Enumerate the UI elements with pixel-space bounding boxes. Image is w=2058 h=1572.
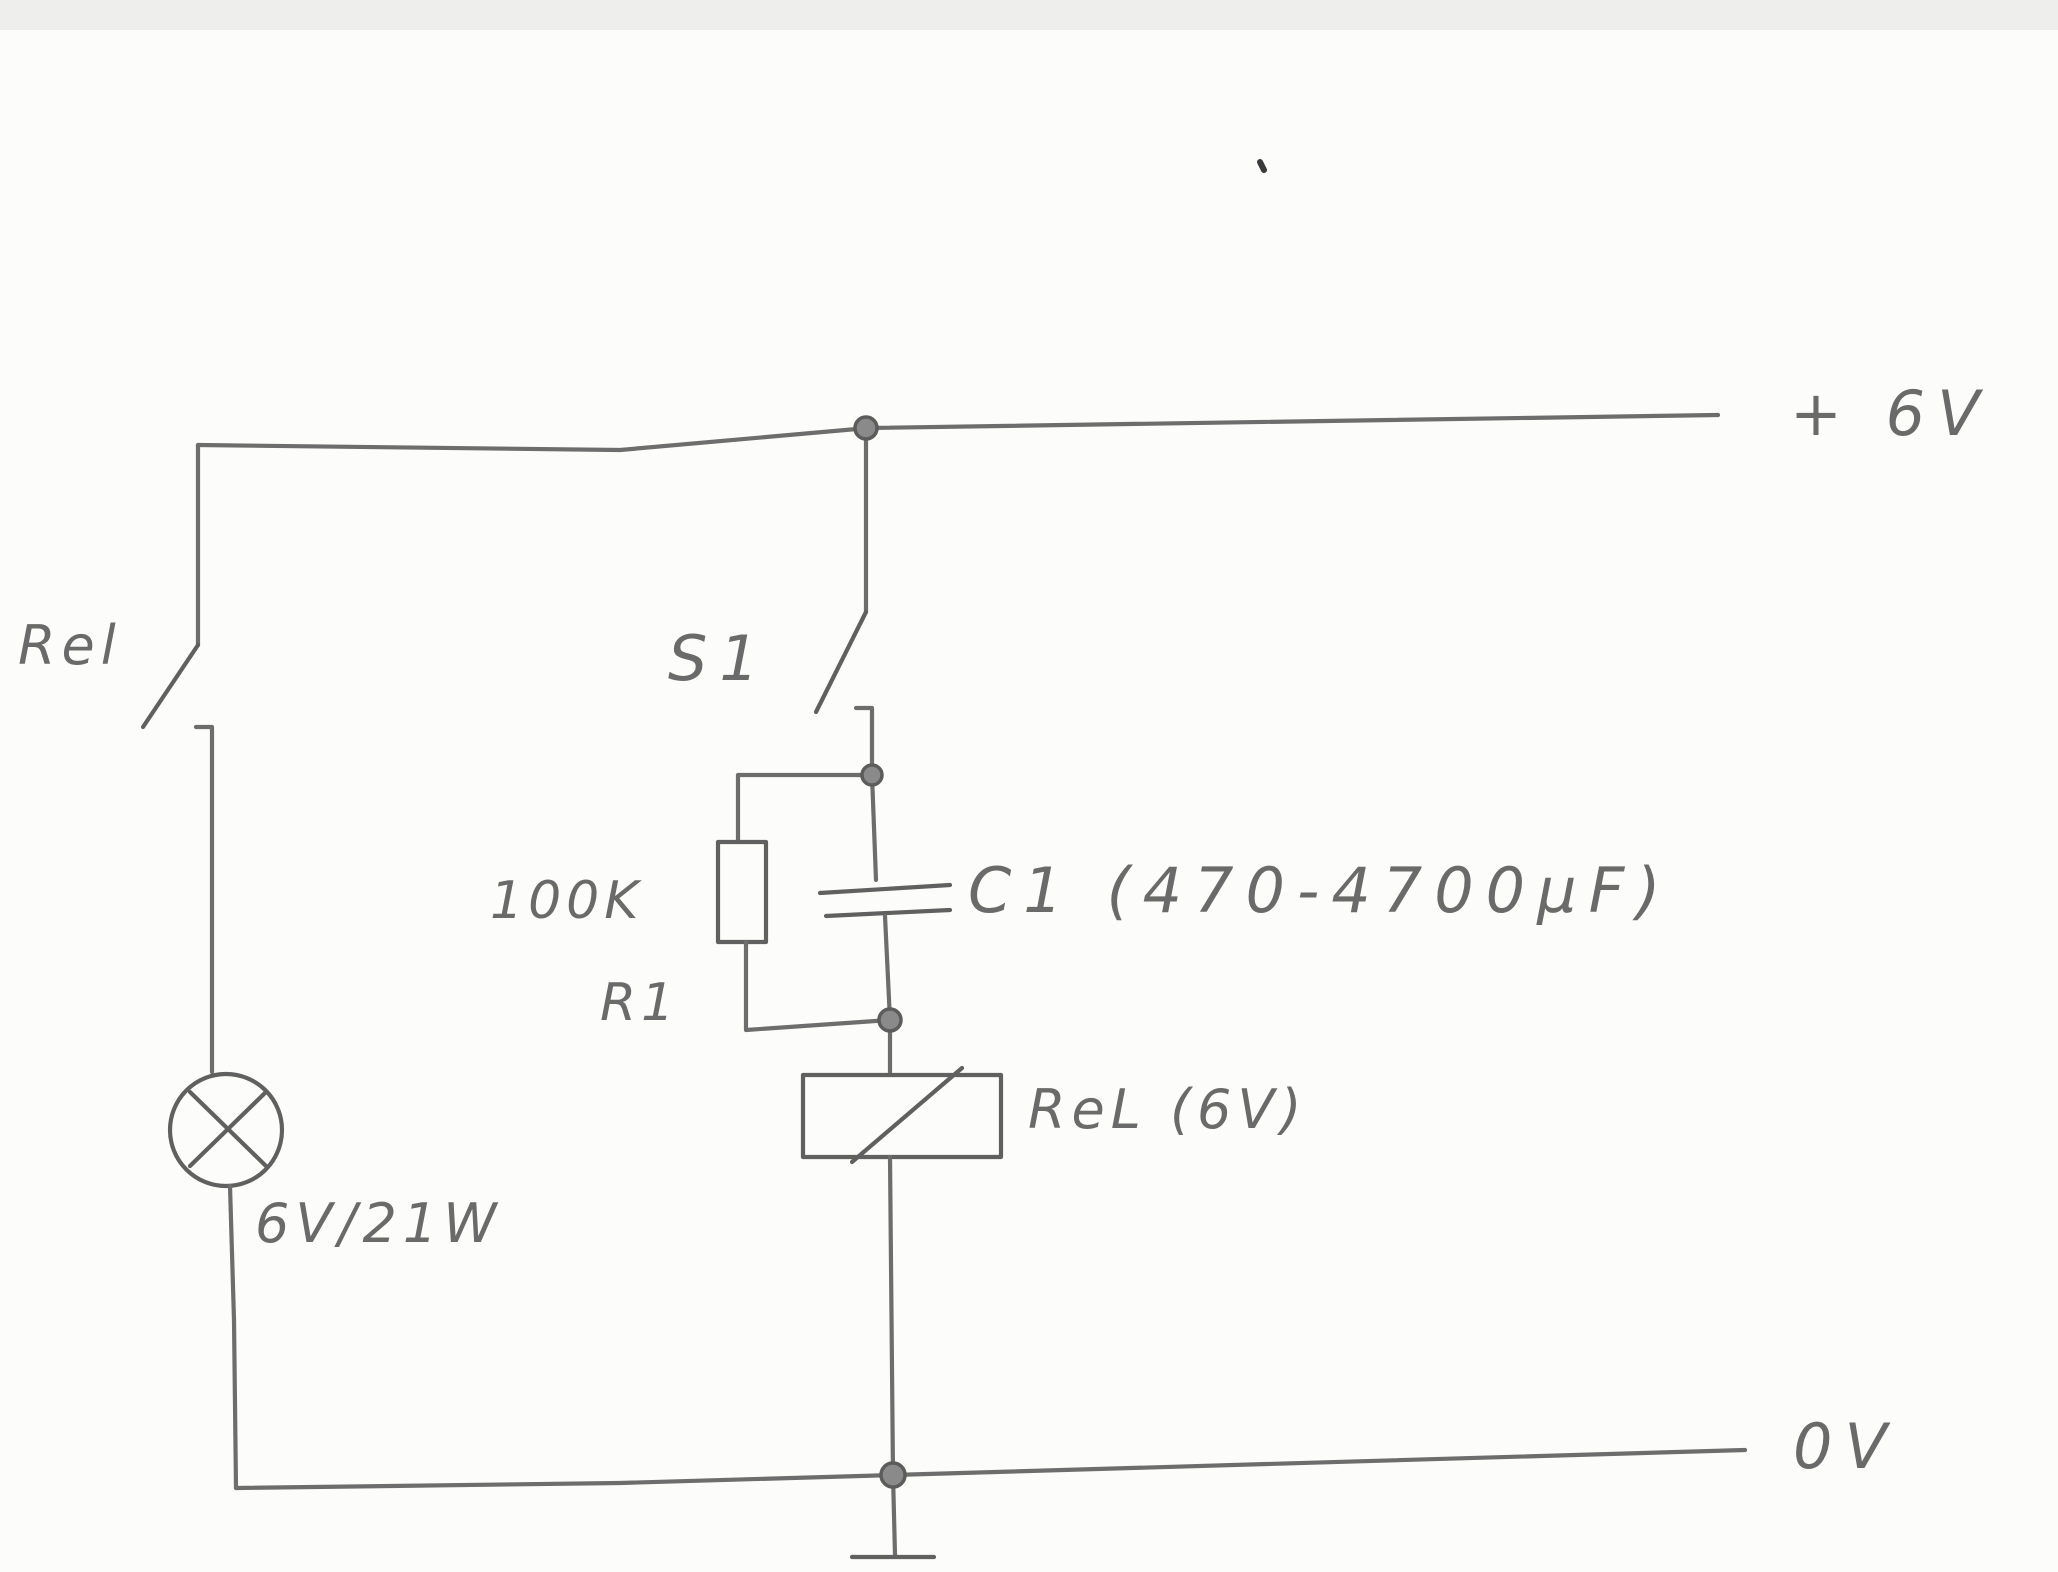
positive-rail (195, 412, 1721, 453)
capacitor-lead-bottom (882, 913, 893, 1023)
junction-node-network-bottom (877, 1007, 903, 1033)
junction-node-top (853, 415, 879, 441)
pencil-dot (1257, 159, 1267, 173)
relay-coil-slash (849, 1065, 965, 1165)
label-capacitor: C1 (470-4700µF) (968, 854, 1672, 927)
left-wire-to-lamp (193, 724, 215, 1075)
lamp-cross (187, 1089, 269, 1169)
capacitor-lead-top (869, 772, 879, 883)
resistor-lead-bottom (743, 939, 893, 1033)
left-wire-bottom (227, 1183, 239, 1491)
switch-blade (813, 609, 869, 715)
lamp-body (167, 1071, 285, 1189)
coil-lead-bottom (887, 1154, 896, 1478)
label-resistor-value: 100K (490, 871, 643, 931)
junction-node-network-top (860, 763, 884, 787)
label-lamp: 6V/21W (255, 1192, 503, 1255)
label-resistor-name: R1 (600, 973, 679, 1033)
scan-edge (0, 0, 2058, 30)
relay-contact-blade (140, 642, 201, 730)
label-relay-contact: Rel (18, 614, 122, 677)
capacitor-plate-bottom (823, 907, 953, 919)
label-switch: S1 (668, 622, 771, 695)
switch-contact (853, 705, 875, 778)
label-relay-coil: ReL (6V) (1028, 1078, 1307, 1141)
resistor-lead-top (735, 772, 875, 845)
label-supply-zero: 0V (1793, 1410, 1899, 1483)
junction-node-ground (879, 1461, 907, 1489)
label-supply-positive: + 6V (1790, 377, 1992, 450)
resistor-body (715, 839, 769, 945)
capacitor-plate-top (817, 882, 953, 896)
relay-coil-body (800, 1072, 1004, 1160)
zero-rail (233, 1447, 1748, 1491)
